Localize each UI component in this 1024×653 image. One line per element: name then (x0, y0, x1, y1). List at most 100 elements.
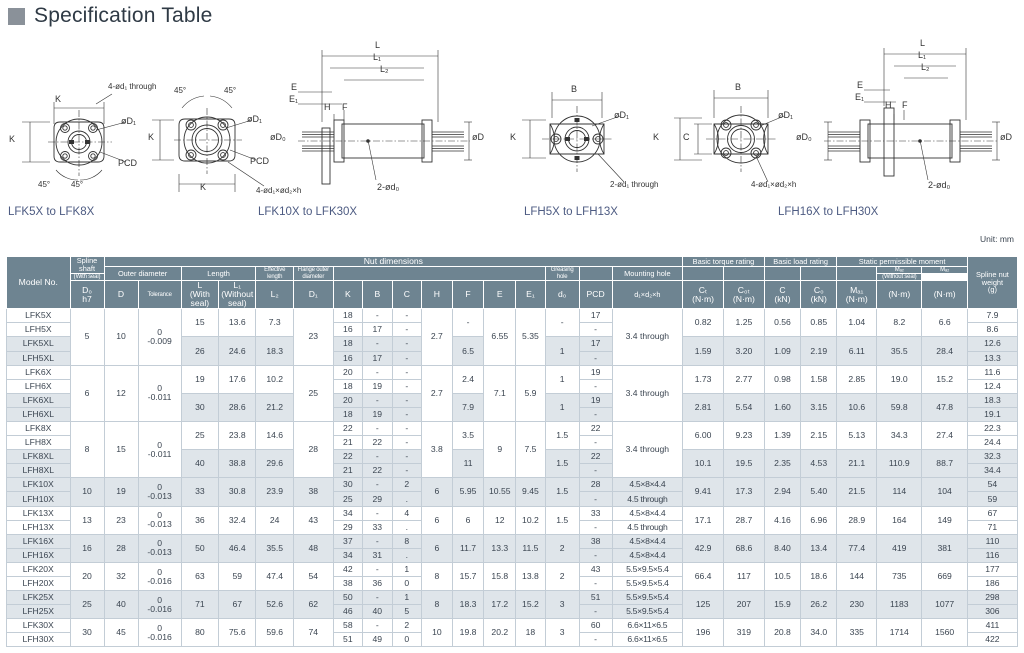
header-row-3: (With seal) (Without seal) (7, 273, 1018, 282)
cell-C0: 5.40 (800, 477, 838, 507)
cell-greasing-hole: 1.5 (544, 505, 580, 535)
cell-C: 8 (391, 533, 423, 549)
cell-pcd: - (578, 491, 613, 507)
label-L2: L₂ (380, 64, 389, 74)
label-K-left-3: K (510, 132, 517, 142)
spline-shaft-tolerance-class: h7 (82, 293, 92, 304)
tolerance-upper: 0 (157, 538, 162, 549)
cell-CT: 125 (682, 590, 724, 620)
cell-E: 7.1 (483, 364, 517, 422)
cell-C: 5 (391, 604, 423, 620)
cell-model-no: LFH13X (6, 519, 71, 535)
cell-MA2-with-seal: 59.8 (876, 392, 923, 422)
header-row-1: Model No. Spline shaft Nut dimensions Ba… (6, 255, 1019, 310)
cell-MA1: 230 (836, 590, 878, 620)
label-2-phi-d1-through: 2-ød₁ through (610, 180, 659, 189)
cell-MA1: 335 (836, 618, 878, 648)
cell-F: 19.8 (451, 618, 485, 648)
gray-square-icon (8, 7, 25, 25)
cell-E1: 5.9 (515, 364, 546, 422)
cell-pcd: - (578, 378, 613, 394)
cell-H: 6 (421, 533, 453, 563)
C-unit: (kN) (774, 293, 791, 304)
C0T-symbol: C₀ₜ (737, 284, 751, 295)
col-mounting-hole: Mounting hole (611, 265, 684, 282)
cell-tolerance: 0-0.016 (137, 618, 182, 648)
label-B: B (571, 84, 578, 94)
cell-E: 13.3 (483, 533, 517, 563)
col-MA1: Mₐ₁ (N·m) (836, 280, 878, 310)
cell-outer-diameter: 12 (103, 364, 139, 422)
cell-CT: 2.81 (682, 392, 724, 422)
cell-MA2-with-seal: 34.3 (876, 420, 923, 451)
cell-model-no: LFH8XL (6, 463, 71, 479)
cell-H: 10 (421, 618, 453, 648)
C0T-unit: (N·m) (732, 293, 755, 304)
cell-model-no: LFK30X (6, 618, 71, 634)
cell-C0: 3.15 (800, 392, 838, 422)
tolerance-lower: -0.016 (147, 575, 172, 586)
cell-E: 10.55 (483, 477, 517, 507)
cell-flange-outer-diameter: 54 (292, 561, 334, 592)
cell-C: 0 (391, 632, 423, 648)
cell-model-no: LFH8X (6, 435, 71, 451)
cell-spline-shaft: 16 (69, 533, 105, 563)
col-ma2-with-seal-note: (With seal) (69, 273, 105, 282)
spline-shaft-symbol: D₀ (82, 284, 92, 295)
cell-flange-outer-diameter: 38 (292, 477, 334, 507)
cell-MA2-with-seal: 1714 (876, 618, 923, 648)
cell-pcd: - (578, 604, 613, 620)
col-effective-length: Effective length (255, 265, 294, 282)
cell-F: 18.3 (451, 590, 485, 620)
cell-mounting-hole: 5.5×9.5×5.4 (611, 590, 684, 606)
cell-spline-shaft: 20 (69, 561, 105, 592)
cell-spline-shaft: 6 (69, 364, 105, 422)
cell-length-L1: 28.6 (218, 392, 257, 422)
cell-CT: 9.41 (682, 477, 724, 507)
cell-outer-diameter: 10 (103, 308, 139, 366)
label-K-left-2: K (148, 132, 155, 142)
header-row-4: D₀ h7 D Tolerance L (With seal) L₁ (With… (7, 280, 1018, 310)
tolerance-lower: -0.016 (147, 603, 172, 614)
label-phi-D1: øD₁ (121, 116, 137, 126)
cell-H: 6 (421, 505, 453, 535)
cell-C0T: 17.3 (722, 477, 765, 507)
cell-C: - (391, 336, 423, 352)
cell-B: - (362, 477, 393, 493)
cell-model-no: LFH16X (6, 547, 71, 563)
cell-C0T: 117 (722, 561, 765, 592)
col-tolerance: Tolerance (137, 280, 182, 310)
cell-length-L: 63 (180, 561, 220, 592)
cell-MA2-with-seal: 8.2 (876, 308, 923, 338)
diagram-lfk10x-lfk30x-svg (152, 50, 472, 192)
cell-K: 18 (332, 336, 364, 352)
cell-C: . (391, 491, 423, 507)
cell-B: - (362, 336, 393, 352)
cell-pcd: 22 (578, 449, 613, 465)
cell-C0T: 9.23 (722, 420, 765, 451)
cell-length-L1: 23.8 (218, 420, 257, 451)
cell-model-no: LFH6X (6, 378, 71, 394)
cell-B: 22 (362, 463, 393, 479)
spacer-c0 (800, 265, 838, 282)
label-2-phi-d0: 2-ød₀ (377, 182, 400, 192)
cell-CT: 196 (682, 618, 724, 648)
col-ma2-with-seal-sym: Mₐ₂ (876, 265, 923, 275)
label-B-2: B (735, 82, 742, 92)
cell-spline-nut-weight: 422 (966, 632, 1019, 648)
cell-pcd: 38 (578, 533, 613, 549)
cell-C0T: 28.7 (722, 505, 765, 535)
cell-MA1: 144 (836, 561, 878, 592)
cell-flange-outer-diameter: 48 (292, 533, 334, 563)
tolerance-lower: -0.016 (147, 631, 172, 642)
col-flange-outer-diameter: Flange outer diameter (292, 265, 334, 282)
cell-effective-length: 24 (255, 505, 294, 535)
cell-C: 15.9 (763, 590, 802, 620)
cell-pcd: - (578, 350, 613, 366)
